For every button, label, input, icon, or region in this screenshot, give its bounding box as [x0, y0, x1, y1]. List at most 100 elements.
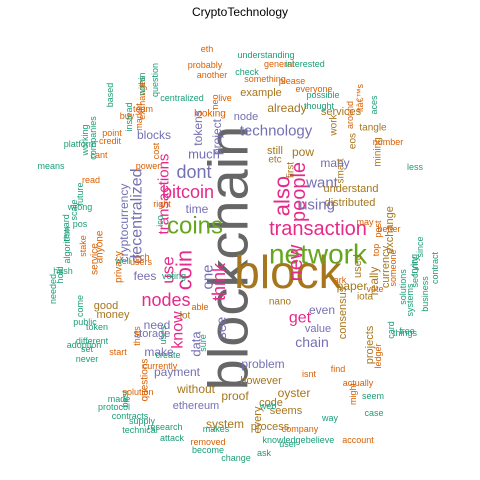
word-actually: actually	[343, 378, 374, 388]
word-read: read	[82, 175, 100, 185]
word-understanding: understanding	[237, 50, 294, 60]
word-right: right	[153, 199, 171, 209]
word-within: within	[137, 72, 147, 96]
word-ask: ask	[257, 448, 272, 458]
word-might: might	[348, 383, 358, 406]
word-everyone: everyone	[295, 84, 332, 94]
word-cost: cost	[151, 142, 161, 159]
word-time: time	[186, 202, 209, 216]
word-node: node	[234, 111, 258, 123]
word-protocol: protocol	[98, 402, 130, 412]
word-many: many	[320, 156, 349, 170]
word-bitcoin: bitcoin	[162, 182, 214, 202]
word-smart: smart	[336, 158, 347, 183]
word-never: never	[76, 354, 99, 364]
word-currency: currency	[380, 245, 392, 288]
word-public: public	[73, 317, 97, 327]
word-iota: iota	[357, 292, 374, 303]
word-currently: currently	[143, 361, 178, 371]
word-data: data	[189, 331, 204, 357]
word-used: used	[352, 254, 364, 278]
word-project: project	[210, 118, 224, 155]
word-people: people	[288, 162, 310, 222]
word-however: however	[240, 375, 282, 387]
word-oyster: oyster	[278, 386, 311, 400]
word-research: research	[147, 422, 182, 432]
word-cryptocurrency: cryptocurrency	[117, 184, 131, 263]
word-hash: hash	[53, 266, 73, 276]
word-working: working	[80, 124, 90, 156]
word-much: much	[188, 147, 220, 162]
word-consensus: consensus	[337, 286, 349, 339]
word-using: using	[299, 197, 335, 214]
word-market: market	[134, 103, 144, 131]
word-make: make	[144, 345, 174, 359]
word-reward: reward	[61, 214, 71, 242]
word-set: set	[81, 344, 94, 354]
word-buy: buy	[120, 111, 135, 121]
word-better: better	[377, 224, 400, 234]
word-fees: fees	[134, 269, 157, 283]
word-pow: pow	[292, 145, 314, 159]
word-it-s: itâ€™s	[355, 83, 365, 112]
word-future: future	[75, 182, 85, 205]
word-free: free	[399, 326, 415, 336]
word-uses: uses	[158, 325, 168, 345]
word-way: way	[321, 413, 339, 423]
word-start: start	[109, 347, 127, 357]
word-seems: seems	[270, 405, 303, 417]
word-proof: proof	[221, 389, 249, 403]
word-eos: eos	[348, 133, 359, 149]
word-tech: tech	[132, 252, 149, 262]
word-projects: projects	[364, 325, 376, 364]
word-blocks: blocks	[137, 128, 171, 142]
word-possible: possible	[306, 90, 339, 100]
word-removed: removed	[190, 437, 225, 447]
word-point: point	[102, 128, 122, 138]
word-platform: platform	[64, 139, 97, 149]
word-attack: attack	[160, 433, 185, 443]
word-know: know	[170, 311, 187, 349]
word-use: use	[159, 256, 178, 283]
word-privacy: privacy	[114, 251, 125, 283]
word-solutions: solutions	[398, 269, 408, 305]
word-well: well	[114, 256, 131, 266]
word-team: team	[133, 104, 153, 114]
word-network: network	[269, 239, 368, 270]
word-scale: scale	[69, 199, 79, 220]
word-coins: coins	[167, 213, 223, 240]
word-check: check	[235, 67, 259, 77]
word-payment: payment	[154, 365, 201, 379]
word-think: think	[209, 262, 229, 301]
chart-title: CryptoTechnology	[191, 5, 289, 19]
word-become: become	[192, 445, 224, 455]
word-decentralized: decentralized	[129, 168, 146, 263]
word-probably: probably	[188, 60, 223, 70]
word-contract: contract	[430, 251, 440, 284]
word-question: question	[150, 63, 160, 97]
word-transactions: transactions	[156, 154, 173, 235]
word-distributed: distributed	[325, 197, 376, 209]
word-neo: neo	[210, 94, 220, 109]
word-coin: coin	[172, 250, 197, 290]
word-change: change	[221, 453, 251, 463]
word-service: service	[90, 243, 101, 275]
word-hold: hold	[55, 266, 65, 283]
word-etc: etc	[268, 155, 281, 166]
word-exchanges: exchanges	[137, 76, 147, 120]
word-since: since	[415, 236, 425, 257]
word-systems: systems	[405, 283, 415, 317]
word-around: around	[345, 101, 355, 129]
word-credit: credit	[99, 136, 122, 146]
word-storage: storage	[134, 328, 171, 340]
word-even: even	[309, 303, 335, 317]
word-see: see	[213, 317, 229, 340]
word-card: card	[386, 321, 396, 339]
word-companies: companies	[88, 116, 98, 160]
word-supply: supply	[129, 416, 156, 426]
word-want: want	[305, 175, 339, 192]
word-number: number	[373, 137, 404, 147]
word-understand: understand	[323, 183, 378, 195]
word-user: user	[279, 439, 297, 449]
word-process: process	[251, 421, 290, 433]
